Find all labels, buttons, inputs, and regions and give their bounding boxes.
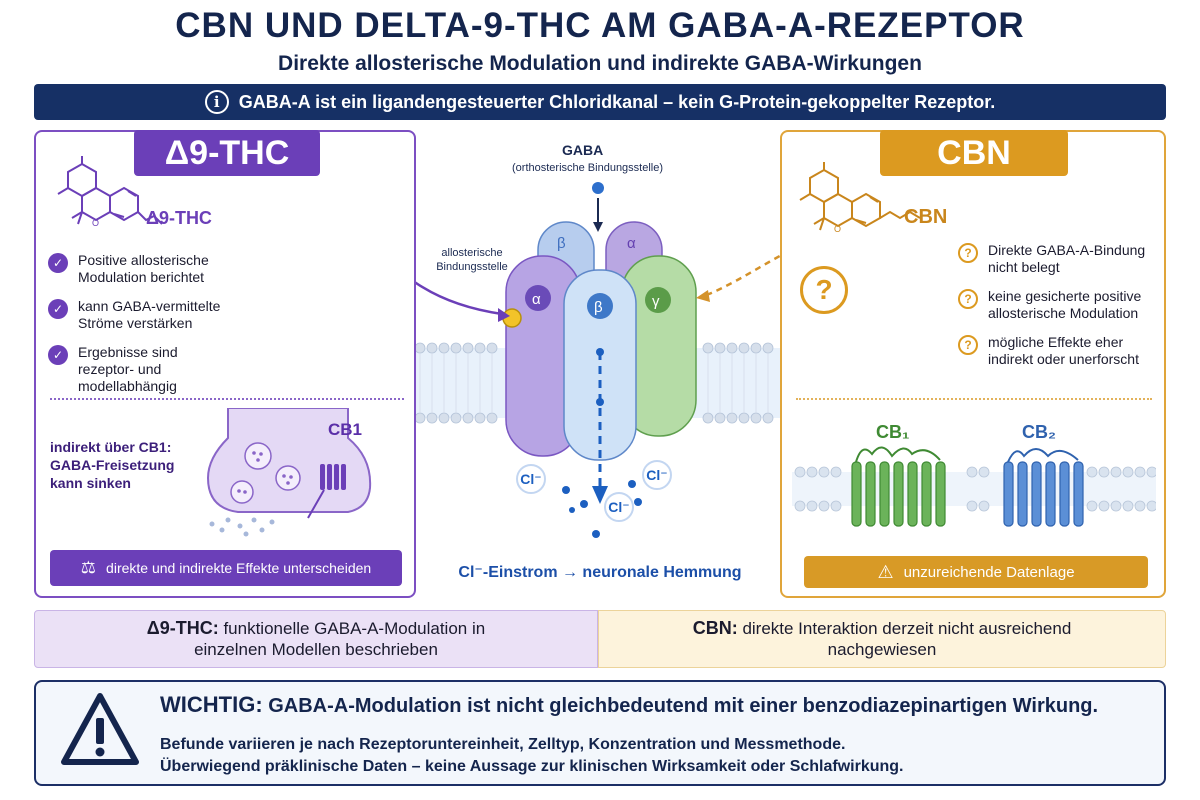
list-item: ?keine gesicherte positive allosterische… bbox=[958, 288, 1148, 322]
summary-thc: Δ9-THC: funktionelle GABA-A-Modulation i… bbox=[34, 610, 598, 668]
info-icon: i bbox=[204, 90, 229, 114]
center-caption: Cl⁻-Einstrom → neuronale Hemmung bbox=[458, 564, 742, 581]
gaba-label: GABA bbox=[562, 142, 604, 158]
list-item: ✓Ergebnisse sind rezeptor- und modellabh… bbox=[48, 344, 248, 395]
synapse-illustration bbox=[206, 408, 372, 537]
warning-line-2: Überwiegend präklinische Daten – keine A… bbox=[160, 758, 904, 775]
divider bbox=[50, 398, 404, 400]
check-icon: ✓ bbox=[48, 299, 68, 319]
gaba-molecule bbox=[592, 182, 604, 194]
check-icon: ✓ bbox=[48, 253, 68, 273]
question-icon: ? bbox=[958, 243, 978, 263]
list-item: ?Direkte GABA-A-Bindung nicht belegt bbox=[958, 242, 1148, 276]
cb1-receptor-label: CB₁ bbox=[876, 422, 910, 442]
info-bar-text: GABA-A ist ein ligandengesteuerter Chlor… bbox=[238, 91, 996, 112]
list-item: ✓kann GABA-vermittelte Ströme verstärken bbox=[48, 298, 248, 332]
cb1-label: CB1 bbox=[328, 420, 363, 439]
info-bar: i GABA-A ist ein ligandengesteuerter Chl… bbox=[34, 84, 1166, 120]
divider bbox=[796, 398, 1152, 400]
question-icon: ? bbox=[958, 289, 978, 309]
thc-findings-list: ✓Positive allosterische Modulation beric… bbox=[48, 252, 248, 407]
gaba-a-receptor-diagram: β α α β γ bbox=[416, 182, 780, 538]
cbn-footer: ⚠ unzureichende Datenlage bbox=[804, 556, 1148, 588]
warning-headline: WICHTIG: GABA-A-Modulation ist nicht gle… bbox=[160, 692, 1099, 717]
chloride-ion: Cl⁻ bbox=[604, 492, 634, 522]
svg-text:O: O bbox=[92, 218, 99, 228]
warning-icon: ⚠ bbox=[877, 561, 894, 582]
svg-text:α: α bbox=[532, 291, 541, 308]
page-title: CBN UND DELTA-9-THC AM GABA-A-REZEPTOR bbox=[175, 6, 1025, 45]
membrane-lipids bbox=[416, 342, 774, 424]
thc-molecule-icon: O bbox=[57, 156, 163, 228]
allosteric-label: allosterische Bindungsstelle bbox=[436, 247, 508, 273]
gaba-sublabel: (orthosterische Bindungsstelle) bbox=[512, 162, 664, 174]
list-item: ✓Positive allosterische Modulation beric… bbox=[48, 252, 248, 286]
cbn-molecule-label: CBN bbox=[904, 206, 948, 228]
cbn-molecule-icon: O bbox=[799, 162, 921, 234]
thc-indirect-text: indirekt über CB1: GABA-Freisetzung kann… bbox=[50, 439, 175, 491]
chloride-ion: Cl⁻ bbox=[516, 464, 546, 494]
question-icon: ? bbox=[958, 335, 978, 355]
summary-cbn: CBN: direkte Interaktion derzeit nicht a… bbox=[598, 610, 1166, 668]
balance-scale-icon: ⚖ bbox=[80, 558, 97, 577]
svg-text:O: O bbox=[834, 224, 841, 234]
check-icon: ✓ bbox=[48, 345, 68, 365]
cb2-receptor-label: CB₂ bbox=[1022, 422, 1056, 442]
subunit-beta-front bbox=[563, 269, 637, 461]
cbn-badge: CBN bbox=[880, 130, 1068, 176]
warning-line-1: Befunde variieren je nach Rezeptoruntere… bbox=[160, 736, 846, 753]
svg-text:β: β bbox=[594, 299, 603, 316]
thc-footer: ⚖ direkte und indirekte Effekte untersch… bbox=[50, 550, 402, 586]
warning-icon bbox=[61, 693, 139, 765]
cbn-panel: CBN O CBN ? ?Direkte GABA-A-Bindung nich… bbox=[780, 130, 1166, 598]
svg-text:α: α bbox=[627, 235, 636, 252]
svg-text:β: β bbox=[557, 235, 566, 252]
warning-box: WICHTIG: GABA-A-Modulation ist nicht gle… bbox=[34, 680, 1166, 786]
receptor-area: GABA (orthosterische Bindungsstelle) all… bbox=[416, 130, 780, 560]
cb-receptors-illustration bbox=[792, 446, 1156, 527]
thc-molecule-label: Δ9-THC bbox=[146, 208, 212, 228]
thc-panel: Δ9-THC O Δ9-THC ✓Positive allosterische … bbox=[34, 130, 416, 598]
list-item: ?mögliche Effekte eher indirekt oder une… bbox=[958, 334, 1148, 368]
svg-text:γ: γ bbox=[652, 293, 660, 310]
cbn-findings-list: ?Direkte GABA-A-Bindung nicht belegt ?ke… bbox=[958, 242, 1148, 380]
thc-badge: Δ9-THC bbox=[134, 130, 320, 176]
page-subtitle: Direkte allosterische Modulation und ind… bbox=[278, 52, 922, 75]
question-icon: ? bbox=[800, 266, 848, 314]
chloride-ion: Cl⁻ bbox=[642, 460, 672, 490]
